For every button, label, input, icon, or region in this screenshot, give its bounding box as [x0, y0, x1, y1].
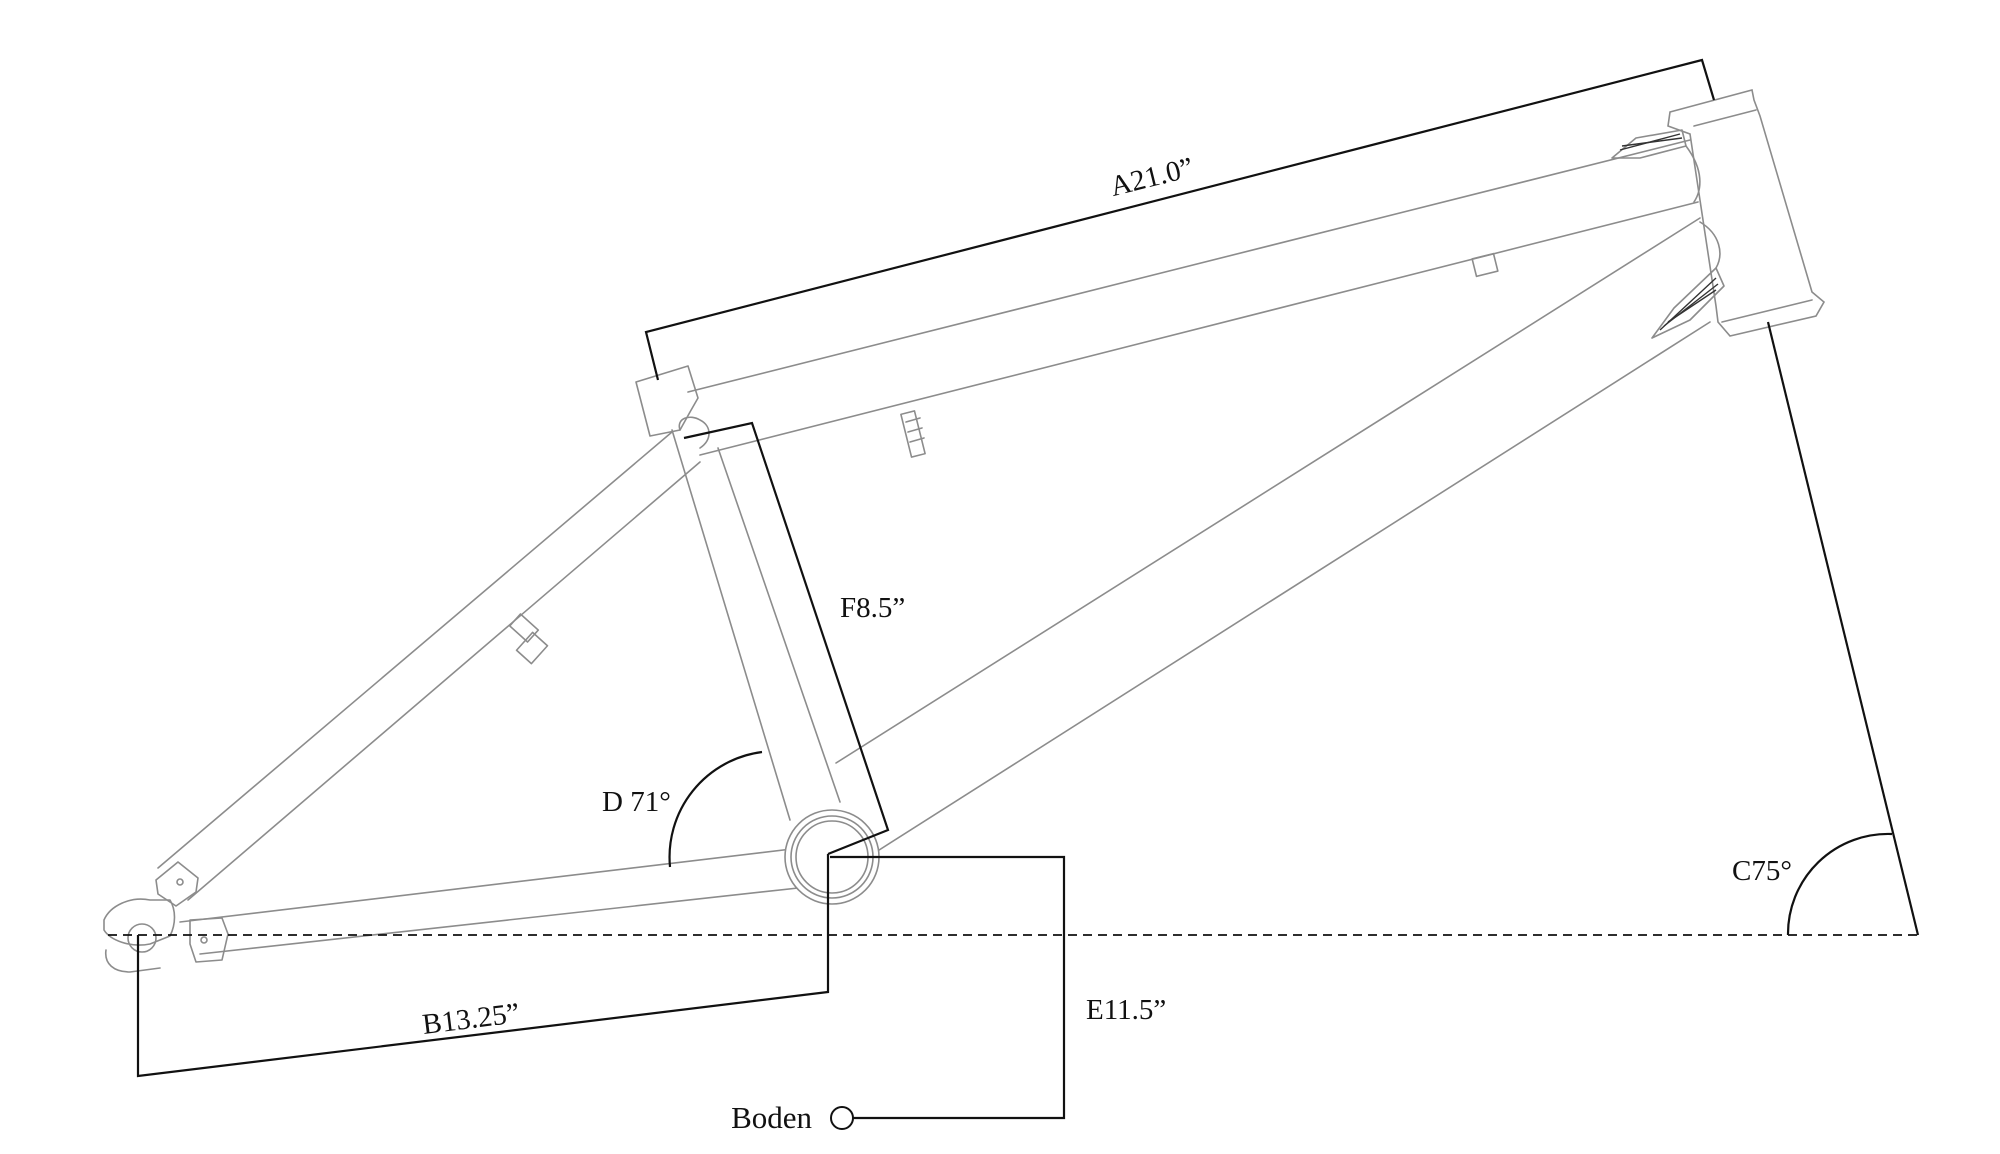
dimension-c-label: C75°	[1732, 855, 1792, 887]
dimension-lines	[108, 58, 1920, 1130]
chain-stay	[179, 847, 801, 955]
head-tube-gussets	[1611, 129, 1725, 339]
dimension-c-arc	[1786, 832, 1893, 936]
seat-tube	[671, 429, 841, 821]
dimension-f-bracket	[683, 421, 890, 856]
dimension-b-label: B13.25”	[421, 997, 522, 1041]
dimension-f-label: F8.5”	[840, 592, 905, 624]
top-tube-brake-boss	[900, 410, 926, 458]
dimension-e-label: E11.5”	[1086, 994, 1166, 1026]
seat-stay-brake-boss	[508, 613, 549, 665]
bike-frame	[103, 89, 1826, 973]
dimension-a-label: A21.0”	[1107, 152, 1197, 204]
dimension-b-bracket	[136, 854, 830, 1078]
dimension-d-label: D 71°	[602, 786, 671, 818]
top-tube-cable-guide	[1471, 252, 1499, 278]
ground-label: Boden	[731, 1100, 812, 1135]
top-tube	[687, 139, 1699, 456]
dimension-c-line	[1766, 321, 1920, 936]
seat-stay	[157, 431, 701, 901]
dimension-e-bracket	[830, 855, 1066, 1120]
rear-dropout	[103, 861, 229, 973]
seat-clamp	[635, 365, 699, 437]
dimension-d-arc	[668, 750, 763, 868]
dimension-a-bracket	[644, 58, 1716, 381]
down-tube	[835, 217, 1711, 853]
dimension-labels: A21.0” B13.25” C75° D 71° E11.5” F8.5” B…	[421, 152, 1792, 1135]
ground-marker	[830, 1106, 854, 1130]
head-tube	[1667, 89, 1826, 337]
